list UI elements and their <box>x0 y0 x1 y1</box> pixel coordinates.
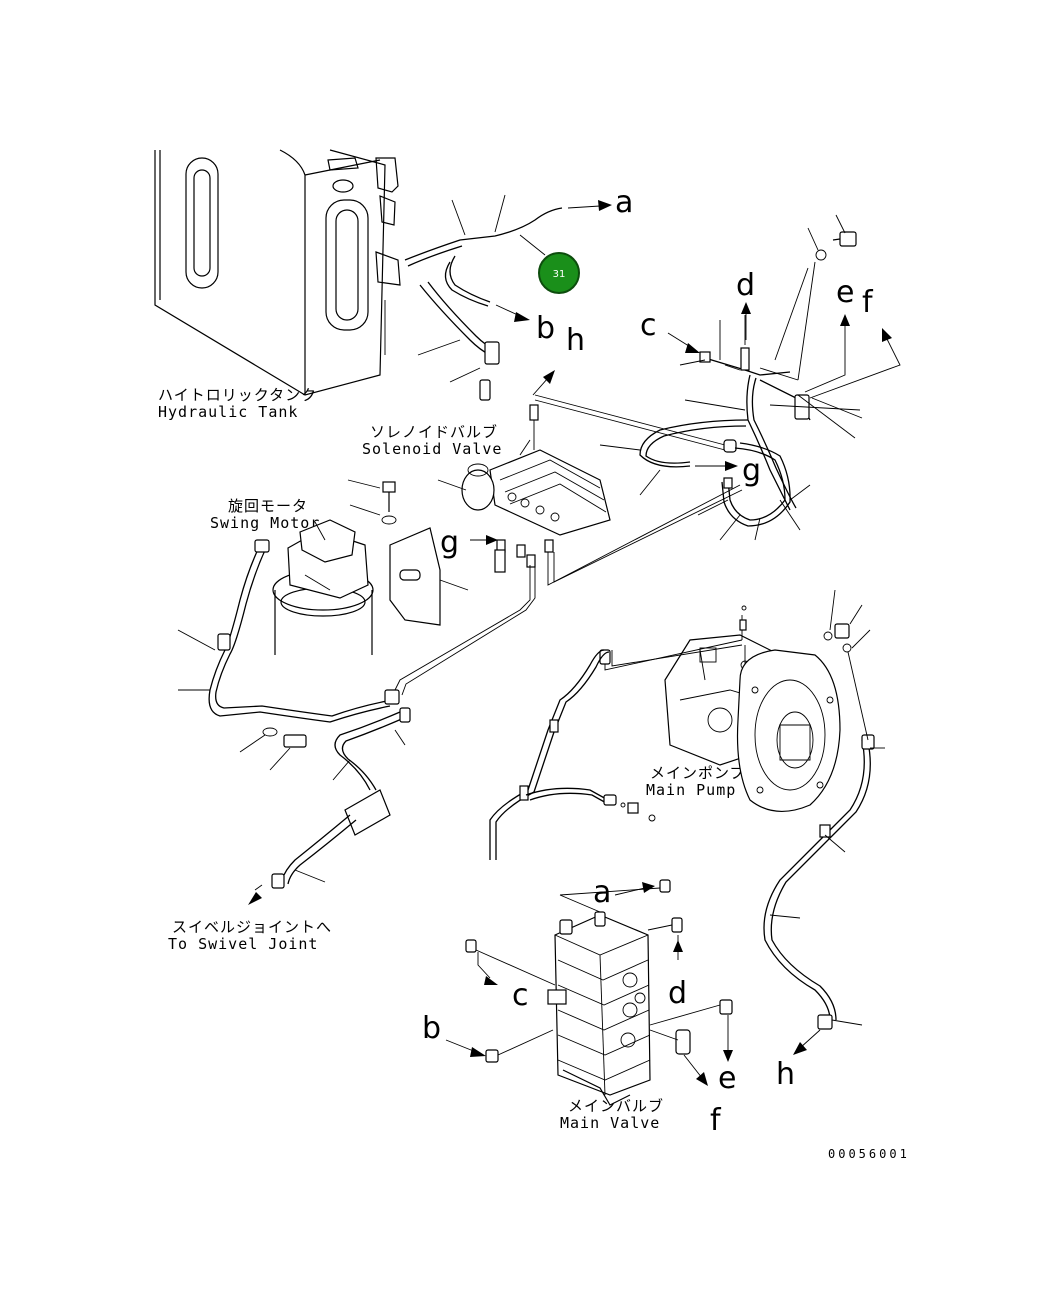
letter-c-lower: c <box>512 978 529 1013</box>
main-pump-label-ja: メインポンプ <box>650 764 746 782</box>
swing-motor <box>272 519 374 655</box>
arrow-h-lower <box>793 1029 821 1055</box>
swing-motor-label-en: Swing Motor <box>210 514 320 532</box>
callout-badge[interactable]: 31 <box>538 252 580 294</box>
swivel-joint-label-en: To Swivel Joint <box>168 935 318 953</box>
swing-motor-label-ja: 旋回モータ <box>228 497 308 515</box>
letter-d-upper: d <box>736 268 755 303</box>
letter-e-upper: e <box>836 275 854 310</box>
right-upper-assembly <box>599 214 863 541</box>
letter-f-upper: f <box>862 285 874 320</box>
arrow-d-lower <box>673 935 683 960</box>
arrow-e-lower <box>723 1015 733 1062</box>
swing-motor-hoses <box>177 539 411 905</box>
badge-circle[interactable] <box>538 252 580 294</box>
swivel-joint-label-ja: スイベルジョイントへ <box>172 918 332 936</box>
arrow-a-upper <box>567 200 612 211</box>
main-pump-hoses <box>489 589 885 1030</box>
main-pump-label-en: Main Pump <box>646 781 736 799</box>
solenoid-fittings <box>394 484 743 696</box>
arrow-b-upper <box>495 304 530 322</box>
arrow-c-upper <box>667 332 700 353</box>
arrow-c-lower <box>477 952 498 985</box>
letter-h-lower: h <box>776 1057 795 1092</box>
arrow-h-upper <box>532 370 555 396</box>
letter-g-right: g <box>742 453 761 488</box>
letter-c-upper: c <box>640 308 657 343</box>
solenoid-valve <box>437 394 726 536</box>
arrow-g-left <box>470 535 498 545</box>
arrow-e-upper <box>804 314 850 393</box>
main-valve <box>465 879 733 1106</box>
main-pump <box>604 605 841 813</box>
letter-a-upper: a <box>615 185 633 220</box>
hydraulic-tank-label-en: Hydraulic Tank <box>158 403 298 421</box>
main-valve-label-en: Main Valve <box>560 1114 660 1132</box>
letter-f-lower: f <box>710 1103 722 1138</box>
arrow-b-lower <box>445 1039 486 1057</box>
solenoid-valve-label-en: Solenoid Valve <box>362 440 502 458</box>
arrow-a-lower <box>614 882 655 896</box>
tank-hoses <box>404 194 563 401</box>
hydraulic-tank <box>154 149 401 396</box>
letter-b-lower: b <box>422 1011 441 1046</box>
letter-a-lower: a <box>593 875 611 910</box>
drawing-code: 00056001 <box>828 1147 910 1161</box>
arrow-d-upper <box>741 302 751 340</box>
letter-h-upper: h <box>566 323 585 358</box>
arrow-f-upper <box>809 328 901 399</box>
main-valve-label-ja: メインバルブ <box>568 1097 664 1115</box>
arrow-f-lower <box>683 1054 708 1086</box>
badge-number: 31 <box>553 269 566 280</box>
arrow-g-right <box>695 461 738 471</box>
bracket-and-bolt <box>347 479 469 626</box>
solenoid-valve-label-ja: ソレノイドバルブ <box>370 423 498 441</box>
letter-d-lower: d <box>668 976 687 1011</box>
letter-g-left: g <box>440 525 459 560</box>
letter-e-lower: e <box>718 1061 736 1096</box>
hydraulic-tank-label-ja: ハイトロリックタンク <box>158 386 317 404</box>
letter-b-upper: b <box>536 311 555 346</box>
